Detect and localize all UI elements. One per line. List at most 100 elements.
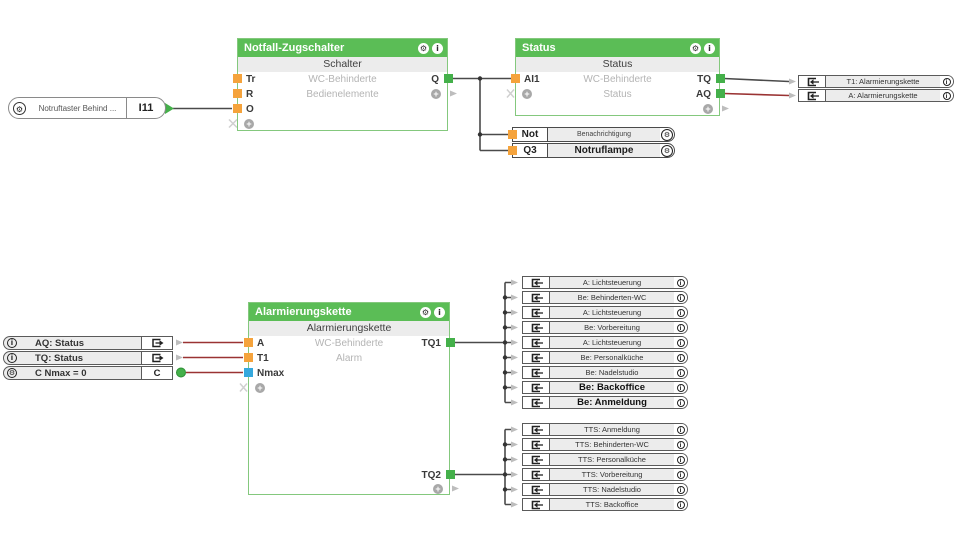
memory-flag-ref[interactable]: Be: Anmeldung i — [522, 396, 688, 409]
flag-in-icon — [523, 454, 550, 465]
info-glyph: i — [942, 91, 951, 100]
function-block-status[interactable]: Status ⚙ i Status AI1 WC-Behinderte Stat… — [515, 38, 720, 116]
gear-icon[interactable]: ⚙ — [661, 144, 673, 157]
ref-label: A: Lichtsteuerung — [550, 307, 674, 318]
memory-flag-ref[interactable]: Be: Backoffice i — [522, 381, 688, 394]
gear-icon[interactable]: ⚙ — [418, 42, 429, 54]
info-icon[interactable]: i — [704, 42, 715, 54]
port-not-input[interactable] — [507, 130, 517, 139]
actuator-benachrichtigung[interactable]: Not Benachrichtigung ⚙ — [512, 127, 675, 142]
info-icon[interactable]: i — [432, 42, 443, 54]
gear-icon[interactable]: ⚙ — [420, 306, 431, 318]
flag-in-icon — [523, 292, 550, 303]
port-r-input[interactable] — [232, 89, 242, 98]
add-output-button[interactable]: + — [703, 104, 713, 114]
memory-flag-ref[interactable]: TTS: Personalküche i — [522, 453, 688, 466]
xmark-notfall — [228, 118, 238, 129]
memory-ref-tq-status[interactable]: i TQ: Status — [3, 351, 173, 365]
memory-flag-ref[interactable]: TTS: Anmeldung i — [522, 423, 688, 436]
function-block-alarmierungskette[interactable]: Alarmierungskette ⚙ i Alarmierungskette … — [248, 302, 450, 495]
info-icon[interactable]: i — [674, 307, 687, 318]
info-icon[interactable]: i — [674, 277, 687, 288]
info-glyph: i — [676, 338, 685, 347]
memory-flag-ref[interactable]: TTS: Behinderten-WC i — [522, 438, 688, 451]
wire-tq2-stubs — [505, 428, 511, 506]
memory-flag-ref[interactable]: Be: Vorbereitung i — [522, 321, 688, 334]
info-icon[interactable]: i — [940, 76, 953, 87]
add-output-button[interactable]: + — [433, 484, 443, 494]
info-icon[interactable]: i — [674, 439, 687, 450]
gear-icon[interactable]: ⚙ — [661, 128, 673, 141]
memory-flag-ref[interactable]: T1: Alarmierungskette i — [798, 75, 954, 88]
flag-in-icon — [523, 424, 550, 435]
ref-label: Be: Personalküche — [550, 352, 674, 363]
info-icon[interactable]: i — [674, 337, 687, 348]
port-tr-input[interactable] — [232, 74, 242, 83]
ref-label: TTS: Personalküche — [550, 454, 674, 465]
port-aq-output[interactable] — [715, 89, 725, 98]
info-icon[interactable]: i — [674, 469, 687, 480]
memory-flag-ref[interactable]: A: Lichtsteuerung i — [522, 306, 688, 319]
info-icon[interactable]: i — [674, 382, 687, 393]
block-desc-category: Status — [603, 89, 632, 100]
port-tq2-output[interactable] — [445, 470, 455, 479]
info-icon[interactable]: i — [674, 424, 687, 435]
block-subtitle: Schalter — [238, 57, 447, 72]
info-icon[interactable]: i — [7, 353, 17, 363]
info-icon[interactable]: i — [674, 499, 687, 510]
port-tq-output[interactable] — [715, 74, 725, 83]
memory-flag-ref[interactable]: A: Alarmierungskette i — [798, 89, 954, 102]
add-input-button[interactable]: + — [255, 383, 265, 393]
info-icon[interactable]: i — [674, 484, 687, 495]
info-icon[interactable]: i — [674, 292, 687, 303]
port-o-input[interactable] — [232, 104, 242, 113]
info-icon[interactable]: i — [434, 306, 445, 318]
port-nmax-input[interactable] — [243, 368, 253, 377]
memory-flag-ref[interactable]: A: Lichtsteuerung i — [522, 336, 688, 349]
port-ai1-input[interactable] — [510, 74, 520, 83]
output-label-tq: TQ — [697, 74, 711, 85]
memory-flag-ref[interactable]: Be: Behinderten-WC i — [522, 291, 688, 304]
flag-in-icon — [799, 76, 826, 87]
input-label-r: R — [246, 89, 254, 100]
memory-flag-ref[interactable]: Be: Personalküche i — [522, 351, 688, 364]
gear-icon[interactable]: ⚙ — [13, 101, 26, 115]
block-header: Status ⚙ i — [516, 39, 719, 57]
info-icon[interactable]: i — [674, 454, 687, 465]
ref-label: AQ: Status — [35, 337, 85, 349]
info-icon[interactable]: i — [7, 338, 17, 348]
add-input-button[interactable]: + — [522, 89, 532, 99]
port-q-output[interactable] — [443, 74, 453, 83]
flag-in-icon — [523, 337, 550, 348]
memory-ref-aq-status[interactable]: i AQ: Status — [3, 336, 173, 350]
port-a-input[interactable] — [243, 338, 253, 347]
memory-flag-ref[interactable]: Be: Nadelstudio i — [522, 366, 688, 379]
info-icon[interactable]: i — [940, 90, 953, 101]
input-label-o: O — [246, 104, 254, 115]
port-c-ref-output[interactable] — [176, 367, 186, 378]
info-icon[interactable]: i — [674, 367, 687, 378]
port-tq1-output[interactable] — [445, 338, 455, 347]
info-icon[interactable]: i — [674, 397, 687, 408]
memory-flag-ref[interactable]: TTS: Nadelstudio i — [522, 483, 688, 496]
constant-c-nmax[interactable]: ⚙ C Nmax = 0 C — [3, 366, 173, 380]
info-icon[interactable]: i — [674, 322, 687, 333]
memory-flag-ref[interactable]: TTS: Backoffice i — [522, 498, 688, 511]
gear-icon[interactable]: ⚙ — [7, 368, 17, 378]
add-output-button[interactable]: + — [431, 89, 441, 99]
flag-in-icon — [523, 352, 550, 363]
actuator-notruflampe[interactable]: Q3 Notruflampe ⚙ — [512, 143, 675, 158]
memory-flag-ref[interactable]: TTS: Vorbereitung i — [522, 468, 688, 481]
digital-input-notruftaster[interactable]: ⚙ Notruftaster Behind ... I11 — [8, 97, 166, 119]
gear-icon[interactable]: ⚙ — [690, 42, 701, 54]
function-block-notfall-zugschalter[interactable]: Notfall-Zugschalter ⚙ i Schalter Tr R O … — [237, 38, 448, 131]
stub-top-refs — [789, 78, 796, 99]
xmark-alarm — [239, 383, 248, 392]
info-glyph: i — [676, 470, 685, 479]
info-icon[interactable]: i — [674, 352, 687, 363]
port-q3-input[interactable] — [507, 146, 517, 155]
port-t1-input[interactable] — [243, 353, 253, 362]
add-input-button[interactable]: + — [244, 119, 254, 129]
memory-flag-ref[interactable]: A: Lichtsteuerung i — [522, 276, 688, 289]
